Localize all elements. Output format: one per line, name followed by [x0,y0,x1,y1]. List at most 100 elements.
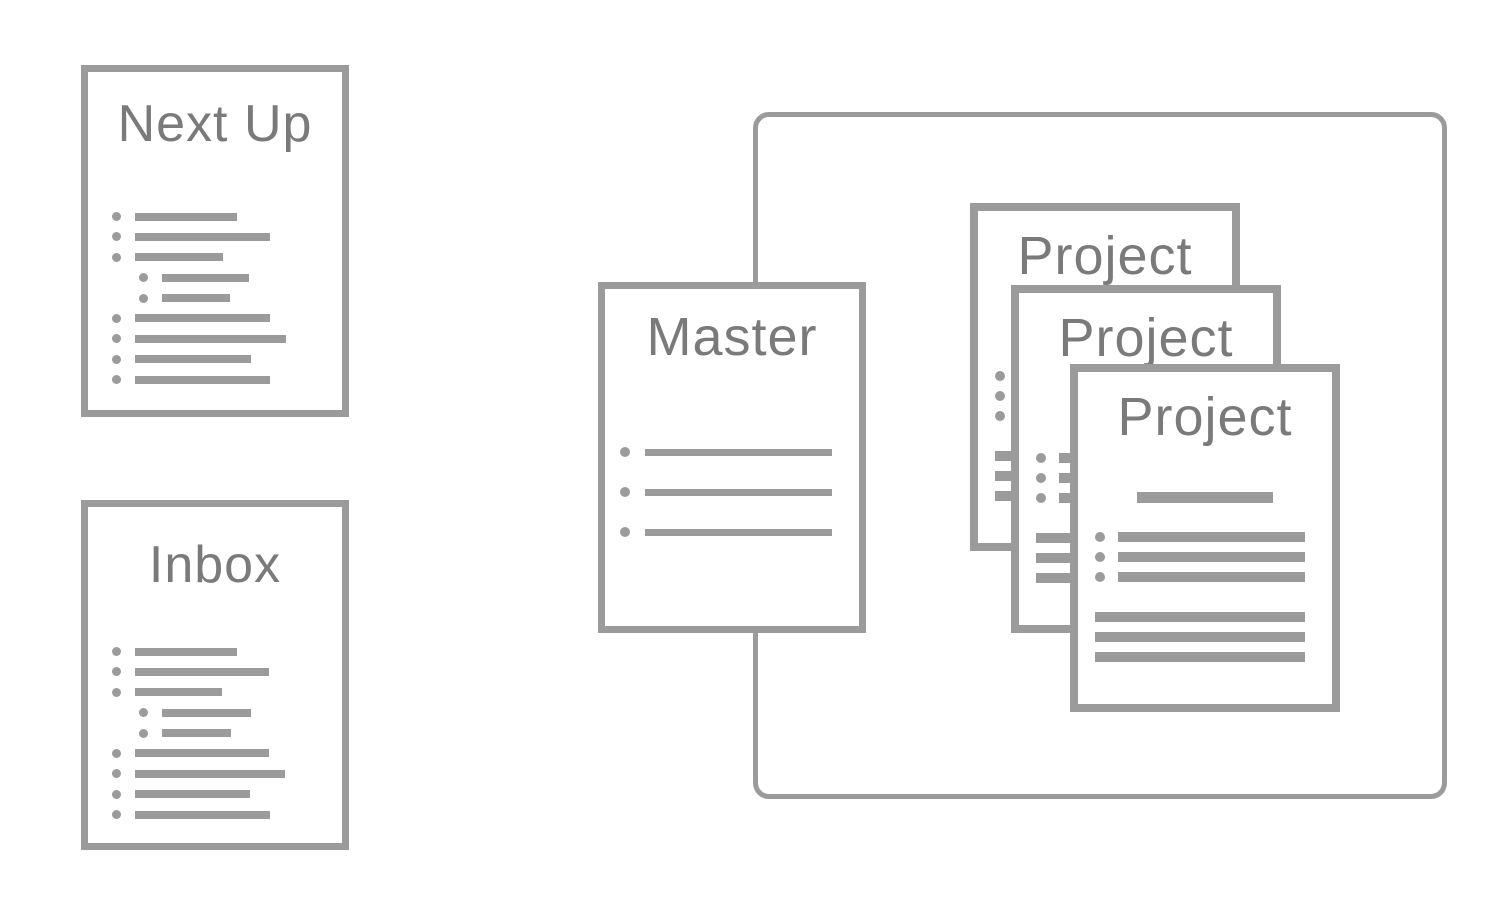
bullet-dot [1095,532,1105,542]
placeholder-line [112,769,285,779]
placeholder-line [112,667,285,677]
project-title: Project [1058,308,1234,368]
placeholder-line [139,273,286,283]
text-line-bar [645,448,832,456]
project-title: Project [1117,387,1293,447]
text-line-bar [1118,572,1305,582]
placeholder-line [112,232,286,242]
placeholder-line [112,212,286,221]
bullet-dot [1095,572,1105,582]
master-list-card: Master [598,282,866,633]
bullet-dot [112,313,121,323]
project-card-front: Project [1070,364,1340,712]
bullet-dot [112,232,121,242]
text-line-bar [162,294,230,303]
placeholder-line [112,313,286,323]
placeholder-line [1095,652,1305,662]
master-title: Master [646,307,818,367]
next-up-title: Next Up [117,95,313,153]
next-up-placeholder-lines [112,212,286,396]
text-line-bar [135,688,222,697]
bullet-dot [1036,453,1046,463]
bullet-dot [139,728,148,738]
bullet-dot [139,273,148,283]
text-line-bar [135,355,251,364]
project-plain-lines [1095,612,1305,672]
text-line-bar [135,790,250,799]
text-line-bar [135,334,286,343]
text-line-bar [135,314,270,323]
project-title: Project [1017,226,1193,286]
text-line-bar [135,749,269,758]
bullet-dot [112,667,121,677]
bullet-dot [139,293,148,303]
bullet-dot [112,810,121,820]
text-line-bar [135,212,237,221]
text-line-bar [135,647,237,656]
text-line-bar [162,273,249,282]
text-line-bar [135,667,269,676]
text-line-bar [645,488,832,496]
placeholder-line [139,708,285,718]
text-line-bar [1118,552,1305,562]
text-line-bar [1095,652,1305,662]
placeholder-line [112,334,286,344]
project-title-underline-bar [1137,492,1273,503]
placeholder-line [1095,532,1305,542]
placeholder-line [1095,572,1305,582]
inbox-list-card: Inbox [81,500,349,850]
bullet-dot [620,447,630,457]
placeholder-line [620,447,832,457]
text-line-bar [1095,632,1305,642]
placeholder-line [620,527,832,537]
placeholder-line [1095,552,1305,562]
text-line-bar [135,810,270,819]
bullet-dot [112,769,121,779]
text-line-bar [135,769,285,778]
bullet-dot [112,647,121,656]
placeholder-line [139,293,286,303]
bullet-dot [112,334,121,344]
placeholder-line [112,810,285,820]
text-line-bar [1118,532,1305,542]
inbox-placeholder-lines [112,647,285,831]
bullet-dot [112,354,121,364]
placeholder-line [1095,612,1305,622]
bullet-dot [112,375,121,385]
bullet-dot [112,687,121,697]
placeholder-line [112,647,285,656]
text-line-bar [645,528,832,536]
placeholder-line [112,789,285,799]
placeholder-line [139,728,285,738]
project-bulleted-lines [1095,532,1305,592]
text-line-bar [135,253,223,262]
placeholder-line [112,354,286,364]
placeholder-line [112,687,285,697]
placeholder-line [620,487,832,497]
placeholder-line [112,375,286,385]
master-placeholder-lines [620,447,832,567]
bullet-dot [112,252,121,262]
text-line-bar [1095,612,1305,622]
bullet-dot [995,411,1005,421]
bullet-dot [1095,552,1105,562]
bullet-dot [1036,473,1046,483]
text-line-bar [162,729,231,738]
next-up-list-card: Next Up [81,65,349,417]
placeholder-line [112,748,285,758]
bullet-dot [620,487,630,497]
text-line-bar [135,232,270,241]
bullet-dot [139,708,148,718]
text-line-bar [135,375,270,384]
bullet-dot [112,748,121,758]
placeholder-line [112,252,286,262]
bullet-dot [620,527,630,537]
inbox-title: Inbox [148,536,282,594]
bullet-dot [995,391,1005,401]
bullet-dot [112,789,121,799]
placeholder-line [1095,632,1305,642]
bullet-dot [995,371,1005,381]
bullet-dot [112,212,121,221]
text-line-bar [162,708,251,717]
